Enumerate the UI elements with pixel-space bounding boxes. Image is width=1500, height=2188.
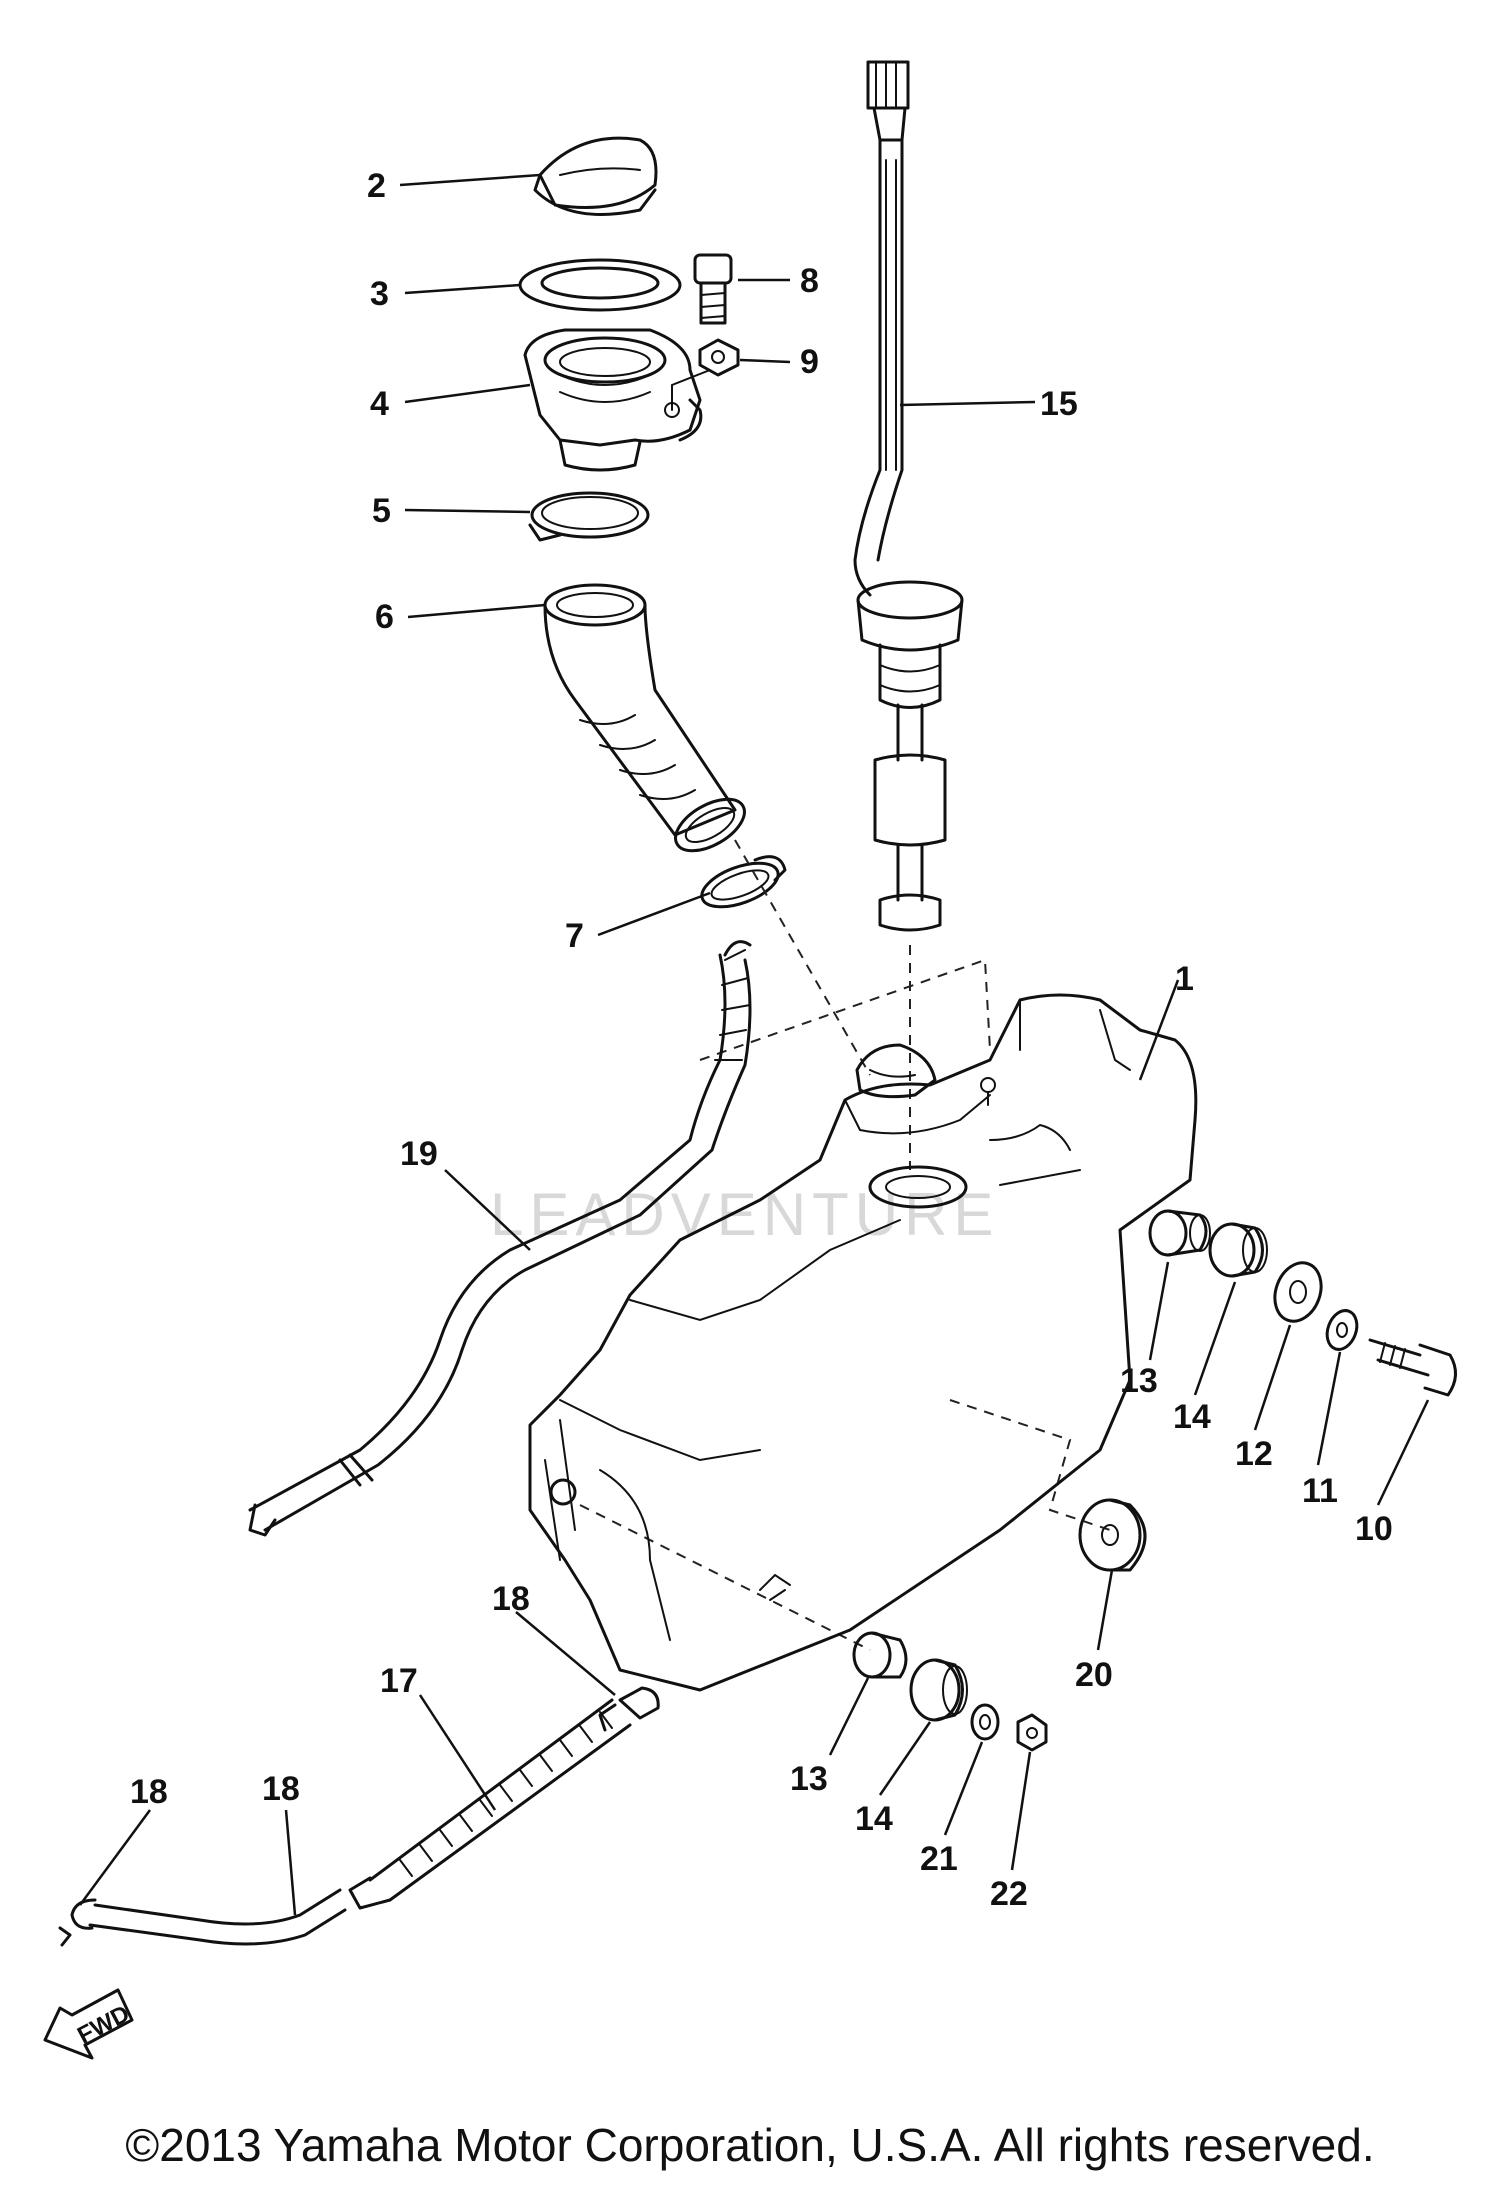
fuel-sender-unit	[853, 60, 964, 932]
label-part-20: 20	[1075, 1656, 1113, 1694]
label-part-17: 17	[380, 1662, 418, 1700]
label-part-21: 21	[920, 1840, 958, 1878]
hose-clamp-7	[700, 855, 787, 909]
cap-gasket	[518, 258, 682, 312]
label-part-15: 15	[1040, 385, 1078, 423]
label-part-4: 4	[370, 385, 389, 423]
nut-22	[1016, 1713, 1048, 1752]
fwd-text: FWD	[73, 2000, 134, 2049]
label-part-11: 11	[1302, 1472, 1338, 1510]
fuel-tank	[528, 993, 1198, 1692]
label-part-13-lower: 13	[790, 1760, 828, 1798]
nut-9	[698, 338, 740, 377]
forward-direction-marker: FWD	[43, 1988, 134, 2060]
filler-neck	[523, 328, 711, 472]
washer-21	[970, 1703, 1000, 1741]
breather-hose	[248, 940, 752, 1537]
mount-collar-13-right	[1148, 1209, 1211, 1257]
label-part-13-right: 13	[1120, 1362, 1158, 1400]
label-part-8: 8	[800, 262, 819, 300]
filler-hose	[543, 583, 746, 853]
part-labels: 2 3 4 5 6 7 8 9 15 1 19 13 14 12 11 10 2…	[130, 167, 1393, 1913]
mount-collar-13-lower	[852, 1631, 908, 1679]
label-part-18-end: 18	[130, 1773, 168, 1811]
label-part-7: 7	[565, 917, 584, 955]
rubber-pad-20	[1078, 1498, 1147, 1572]
label-part-18-hose: 18	[262, 1770, 300, 1808]
label-part-6: 6	[375, 598, 394, 636]
washer-12	[1273, 1261, 1323, 1323]
grommet-14-lower	[909, 1658, 968, 1722]
label-part-14-right: 14	[1173, 1398, 1211, 1436]
label-part-14-lower: 14	[855, 1800, 893, 1838]
label-part-12: 12	[1235, 1435, 1273, 1473]
label-part-18-clamp: 18	[492, 1580, 530, 1618]
label-part-2: 2	[367, 167, 386, 205]
bolt-10	[1368, 1338, 1457, 1397]
label-part-5: 5	[372, 492, 391, 530]
hose-clamp-5	[528, 491, 650, 542]
label-part-3: 3	[370, 275, 389, 313]
label-part-22: 22	[990, 1875, 1028, 1913]
fuel-line-assembly	[58, 1686, 660, 1947]
leader-lines	[78, 173, 1430, 1916]
fuel-cap	[533, 136, 658, 216]
copyright-notice: ©2013 Yamaha Motor Corporation, U.S.A. A…	[125, 2119, 1375, 2171]
watermark: LEADVENTURE	[490, 1181, 999, 1248]
bolt-8	[693, 253, 733, 325]
label-part-9: 9	[800, 343, 819, 381]
grommet-14-right	[1208, 1222, 1268, 1278]
label-part-10: 10	[1355, 1510, 1393, 1548]
label-part-1: 1	[1175, 960, 1194, 998]
washer-11	[1325, 1309, 1359, 1351]
label-part-19: 19	[400, 1135, 438, 1173]
